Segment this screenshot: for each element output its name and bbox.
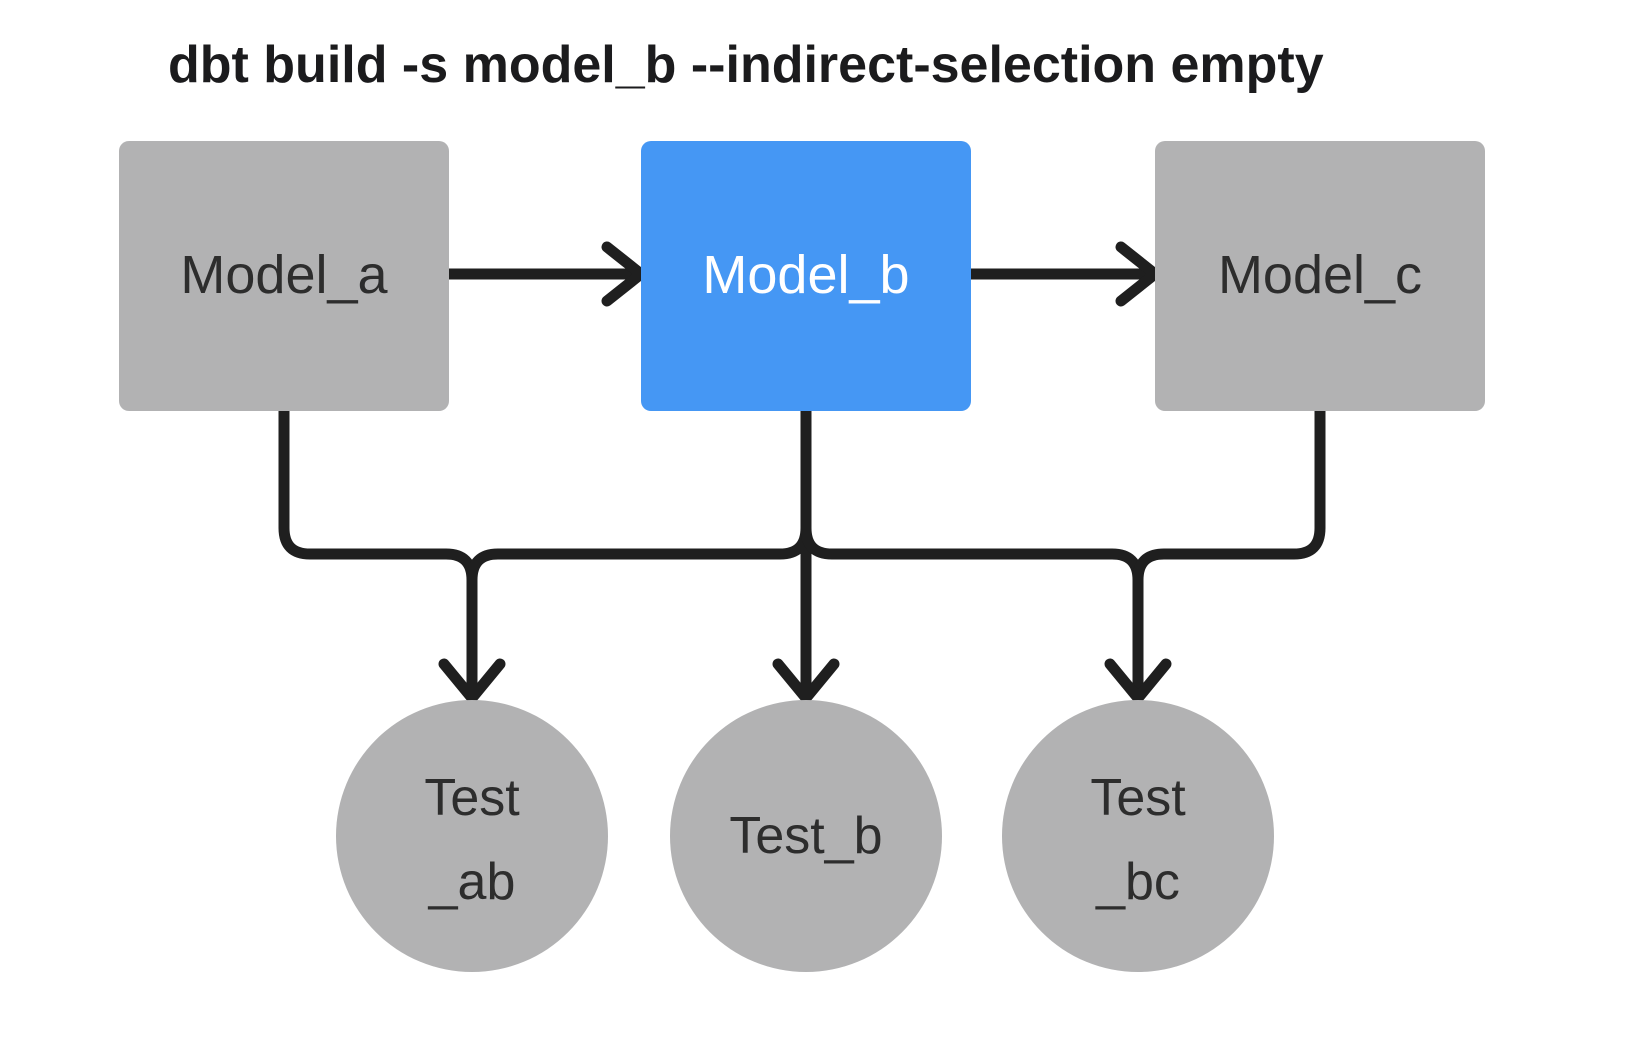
node-model-c-box [1155, 141, 1485, 411]
node-model-b-box [641, 141, 971, 411]
edge-test-b-arrowhead-icon [772, 658, 840, 704]
node-model-a: Model_a [119, 141, 449, 411]
edge-test-ab-arrowhead-icon [438, 658, 506, 704]
node-model-c: Model_c [1155, 141, 1485, 411]
node-test-bc-circle [1002, 700, 1274, 972]
node-model-a-label: Model_a [180, 245, 388, 305]
node-test-b-label: Test_b [729, 807, 882, 865]
edge-model-c-to-test-bc-line [1132, 405, 1326, 698]
node-test-b-circle [670, 700, 942, 972]
node-model-c-label: Model_c [1218, 245, 1422, 305]
node-test-bc: Test _bc [1002, 700, 1274, 972]
node-test-bc-label-line1: Test [1090, 769, 1186, 827]
edge-group [278, 241, 1326, 704]
node-test-b: Test_b [670, 700, 942, 972]
node-test-bc-label-line2: _bc [1095, 853, 1180, 911]
node-model-a-box [119, 141, 449, 411]
node-test-ab-circle [336, 700, 608, 972]
diagram-title: dbt build -s model_b --indirect-selectio… [168, 36, 1324, 94]
edge-model-b-to-test-ab-line [466, 405, 812, 698]
node-model-b-label: Model_b [702, 245, 909, 305]
edge-test-bc-arrowhead-icon [1104, 658, 1172, 704]
edge-model-a-to-test-ab-line [278, 405, 478, 698]
node-test-ab: Test _ab [336, 700, 608, 972]
node-test-ab-label-line1: Test [424, 769, 520, 827]
node-model-b: Model_b [641, 141, 971, 411]
edge-model-b-to-test-bc-line [800, 405, 1144, 698]
node-test-ab-label-line2: _ab [428, 853, 516, 911]
